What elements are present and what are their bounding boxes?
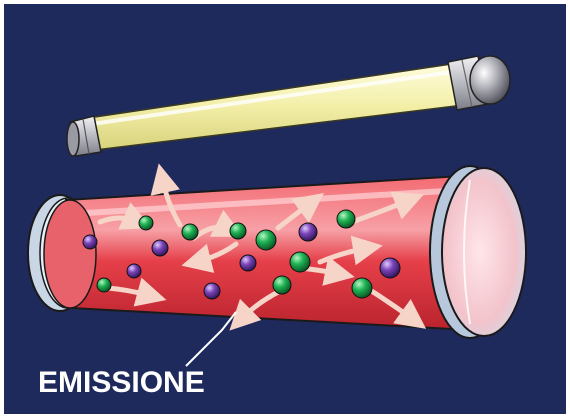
- green-particle: [97, 278, 111, 292]
- purple-particle: [299, 223, 317, 241]
- right-mirror: [430, 166, 526, 338]
- purple-particle: [380, 258, 400, 278]
- purple-particle: [127, 264, 141, 278]
- green-particle: [182, 224, 198, 240]
- green-particle: [273, 276, 291, 294]
- green-particle: [230, 223, 246, 239]
- purple-particle: [204, 283, 220, 299]
- purple-particle: [240, 255, 256, 271]
- lamp-left-cap: [67, 116, 101, 156]
- green-particle: [352, 278, 372, 298]
- green-particle: [337, 210, 355, 228]
- purple-particle: [152, 240, 168, 256]
- emission-label: EMISSIONE: [38, 366, 205, 399]
- green-particle: [256, 230, 276, 250]
- green-particle: [290, 252, 310, 272]
- purple-particle: [83, 235, 97, 249]
- green-particle: [139, 216, 153, 230]
